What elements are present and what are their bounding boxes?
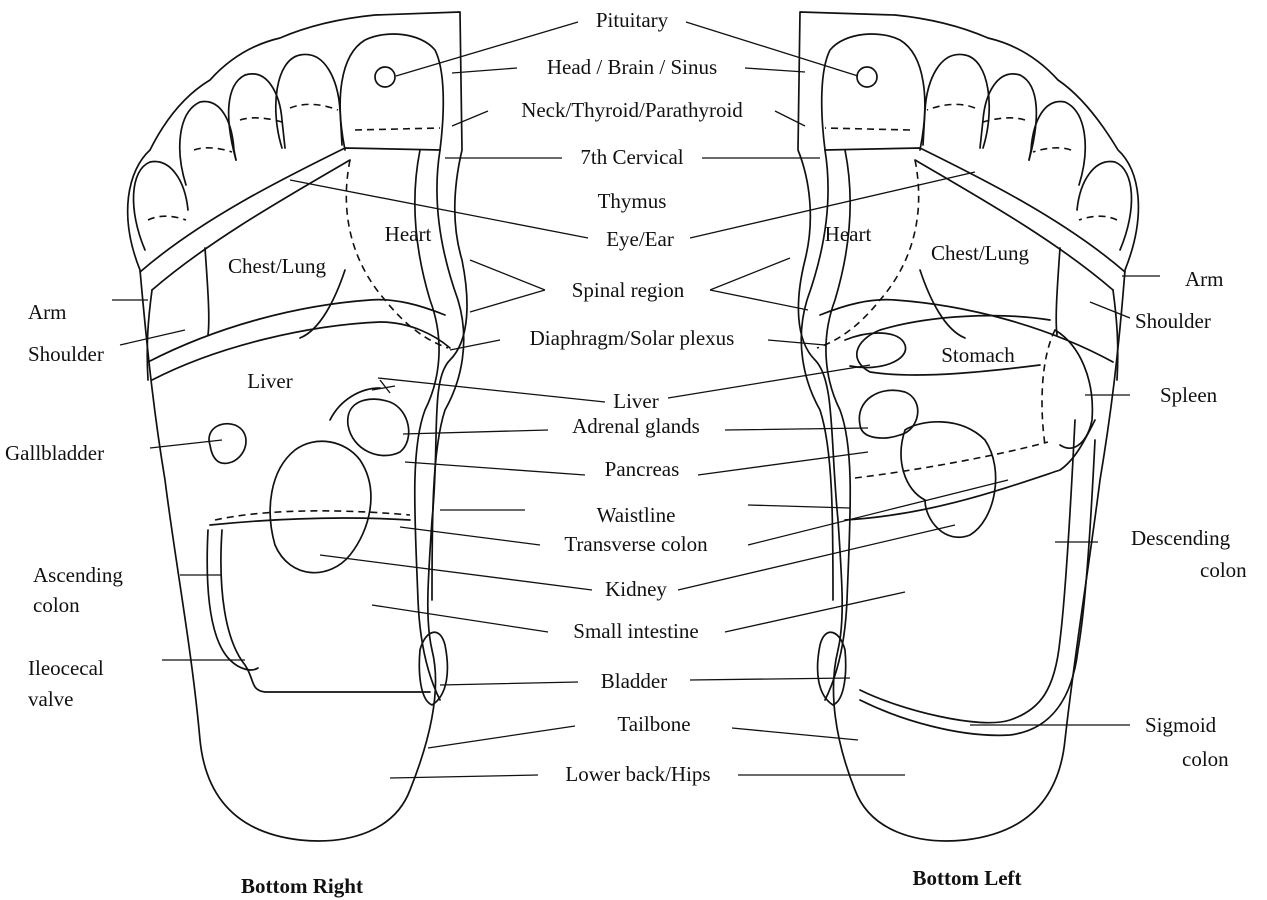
label-adrenal-glands: Adrenal glands bbox=[572, 414, 700, 438]
label-sigmoid-2: colon bbox=[1182, 747, 1229, 771]
label-thymus: Thymus bbox=[598, 189, 667, 213]
label-descending-1: Descending bbox=[1131, 526, 1231, 550]
label-descending-2: colon bbox=[1200, 558, 1247, 582]
label-neck-thyroid: Neck/Thyroid/Parathyroid bbox=[521, 98, 743, 122]
right-big-toe bbox=[340, 34, 443, 150]
left-foot-outline bbox=[798, 12, 1138, 841]
caption-bottom-left: Bottom Left bbox=[912, 866, 1021, 890]
label-liver-right: Liver bbox=[247, 369, 292, 393]
label-ascending-2: colon bbox=[33, 593, 80, 617]
label-waistline: Waistline bbox=[597, 503, 676, 527]
label-eye-ear: Eye/Ear bbox=[606, 227, 674, 251]
label-small-intestine: Small intestine bbox=[573, 619, 698, 643]
label-shoulder-left: Shoulder bbox=[1135, 309, 1211, 333]
label-gallbladder: Gallbladder bbox=[5, 441, 104, 465]
label-tailbone: Tailbone bbox=[617, 712, 690, 736]
label-transverse-colon: Transverse colon bbox=[564, 532, 708, 556]
label-liver-center: Liver bbox=[613, 389, 658, 413]
label-lower-back-hips: Lower back/Hips bbox=[565, 762, 710, 786]
label-kidney: Kidney bbox=[605, 577, 667, 601]
left-foot bbox=[798, 12, 1138, 841]
label-heart-left: Heart bbox=[825, 222, 872, 246]
label-arm-right: Arm bbox=[28, 300, 67, 324]
label-spinal-region: Spinal region bbox=[572, 278, 685, 302]
right-pituitary-point bbox=[375, 67, 395, 87]
label-ascending-1: Ascending bbox=[33, 563, 123, 587]
label-chest-lung-left: Chest/Lung bbox=[931, 241, 1029, 265]
label-7th-cervical: 7th Cervical bbox=[580, 145, 683, 169]
label-diaphragm: Diaphragm/Solar plexus bbox=[530, 326, 735, 350]
label-ileocecal-1: Ileocecal bbox=[28, 656, 104, 680]
label-chest-lung-right: Chest/Lung bbox=[228, 254, 326, 278]
label-shoulder-right: Shoulder bbox=[28, 342, 104, 366]
label-stomach: Stomach bbox=[941, 343, 1015, 367]
label-sigmoid-1: Sigmoid bbox=[1145, 713, 1217, 737]
label-heart-right: Heart bbox=[385, 222, 432, 246]
right-foot-outline bbox=[128, 12, 467, 841]
label-ileocecal-2: valve bbox=[28, 687, 73, 711]
caption-bottom-right: Bottom Right bbox=[241, 874, 363, 898]
label-head-brain-sinus: Head / Brain / Sinus bbox=[547, 55, 717, 79]
label-pancreas: Pancreas bbox=[605, 457, 680, 481]
label-arm-left: Arm bbox=[1185, 267, 1224, 291]
label-spleen: Spleen bbox=[1160, 383, 1218, 407]
left-foot-labels: Heart Chest/Lung Stomach Arm Shoulder Sp… bbox=[825, 222, 1247, 890]
left-pituitary-point bbox=[857, 67, 877, 87]
label-bladder: Bladder bbox=[601, 669, 667, 693]
right-foot bbox=[128, 12, 467, 841]
label-pituitary: Pituitary bbox=[596, 8, 669, 32]
